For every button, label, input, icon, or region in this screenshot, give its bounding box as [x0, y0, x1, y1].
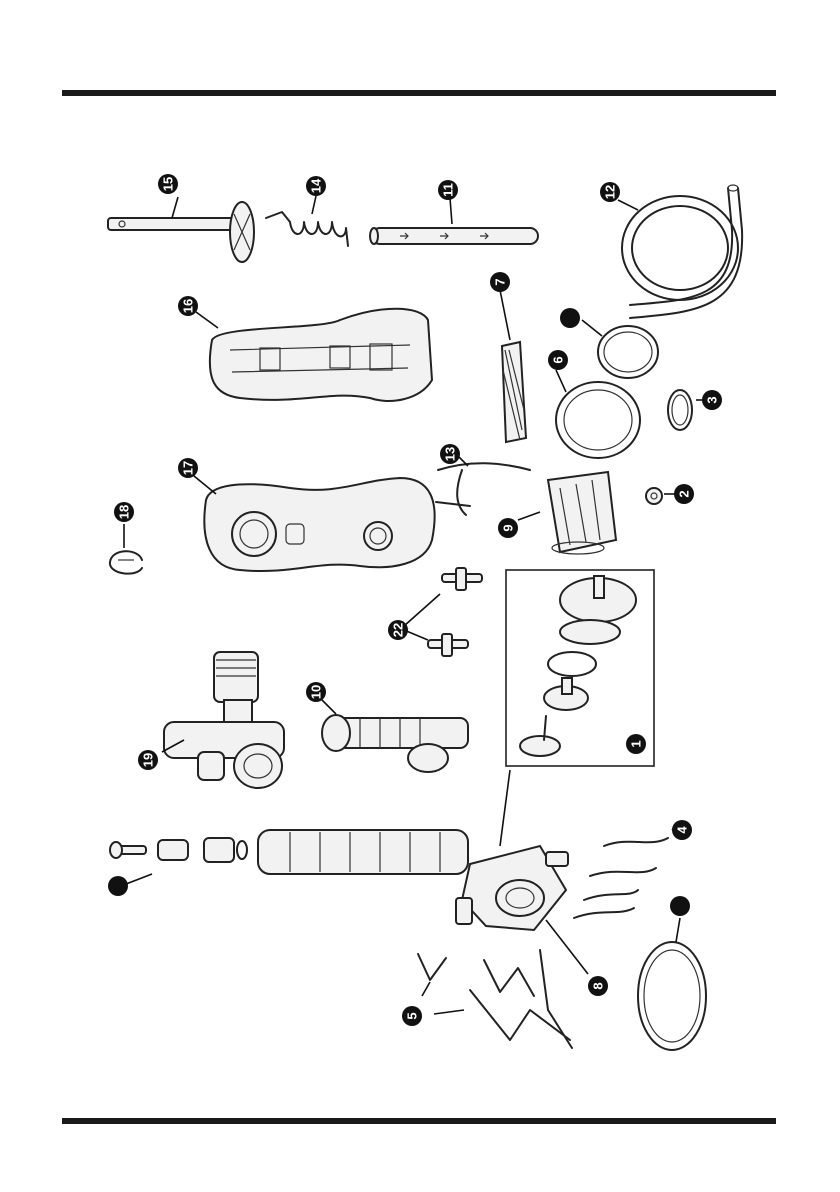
callout-number: 5: [405, 1012, 420, 1019]
callout-badge-6: 6: [548, 350, 568, 370]
part-cage-9: [548, 472, 616, 554]
part-c-clip-18: [110, 551, 142, 573]
callout-number: 15: [161, 177, 176, 191]
part-connectors-22: [428, 568, 482, 656]
part-hose-12: [622, 185, 742, 318]
callout-badge-18: 18: [114, 502, 134, 522]
callout-badge-3: 3: [702, 390, 722, 410]
callout-badge-17: 17: [178, 458, 198, 478]
callout-number: 19: [141, 753, 156, 767]
part-clip-13: [436, 463, 530, 515]
callout-badge-16: 16: [178, 296, 198, 316]
callout-badge-1: 1: [626, 734, 646, 754]
part-valve-body-19: [164, 652, 284, 788]
callout-badge-5: 5: [402, 1006, 422, 1026]
callout-badge-11: 11: [438, 180, 458, 200]
part-spring-clip-14: [266, 212, 348, 246]
callout-number: 3: [705, 396, 720, 403]
leader-8: [546, 920, 588, 974]
leader-blank-b: [126, 874, 152, 884]
callout-number: 12: [603, 185, 618, 199]
part-manifold-8: [456, 846, 568, 930]
leader-blank-a: [582, 320, 602, 336]
part-filter-screen-7: [502, 342, 526, 442]
callout-badge-14: 14: [306, 176, 326, 196]
leader-blank-c: [676, 918, 680, 942]
callout-number: 2: [677, 490, 692, 497]
callout-number: 4: [675, 826, 690, 834]
part-oval-gasket-3: [668, 390, 692, 430]
leader-14: [312, 196, 316, 214]
part-gasket-6: [556, 382, 640, 458]
callout-number: 7: [493, 278, 508, 285]
part-ring-a: [598, 326, 658, 378]
part-wand-15: [108, 202, 254, 262]
part-nozzle-10: [322, 715, 468, 772]
callout-badge-8: 8: [588, 976, 608, 996]
callout-badge-blank-c: [670, 896, 690, 916]
callout-number: 13: [443, 447, 458, 461]
leader-16: [196, 312, 218, 328]
callout-number: 6: [551, 356, 566, 363]
callout-number: 11: [441, 183, 456, 197]
part-back-shell-16: [210, 309, 432, 401]
callout-badge-4: 4: [672, 820, 692, 840]
callout-badge-13: 13: [440, 444, 460, 464]
leader-5: [434, 1010, 464, 1014]
part-front-housing-17: [204, 478, 434, 571]
part-coiled-tube-c: [638, 942, 706, 1050]
leader-10: [322, 700, 336, 714]
callout-badge-19: 19: [138, 750, 158, 770]
callout-badge-2: 2: [674, 484, 694, 504]
callout-badge-10: 10: [306, 682, 326, 702]
callout-number: 14: [309, 178, 324, 193]
part-hoses-4: [574, 838, 668, 918]
callout-number: 17: [181, 461, 196, 475]
part-tube-11: [370, 228, 538, 244]
leader-1: [500, 770, 510, 846]
leader-11: [450, 198, 452, 224]
callout-badge-7: 7: [490, 272, 510, 292]
callout-number: 22: [391, 623, 406, 637]
callout-badge-12: 12: [600, 182, 620, 202]
callout-badge-22: 22: [388, 620, 408, 640]
callout-number: 9: [501, 524, 516, 531]
leader-15: [172, 197, 178, 218]
leader-17: [194, 476, 216, 494]
part-knob-2: [646, 488, 662, 504]
callout-number: 18: [117, 505, 132, 519]
leader-9: [518, 512, 540, 520]
leader-7: [500, 290, 510, 340]
callout-badge-15: 15: [158, 174, 178, 194]
callout-number: 8: [591, 982, 606, 989]
callout-badge-9: 9: [498, 518, 518, 538]
callout-number: 16: [181, 299, 196, 313]
leader-6: [556, 370, 566, 392]
part-clips-5: [418, 950, 572, 1048]
callout-number: 1: [629, 740, 644, 747]
leader-22a: [404, 594, 440, 626]
part-lance-blank-b: [110, 830, 468, 874]
leader-5b: [422, 982, 430, 996]
callout-number: 10: [309, 685, 324, 699]
leader-12: [618, 200, 638, 210]
callout-badge-blank-a: [560, 308, 580, 328]
callout-badge-blank-b: [108, 876, 128, 896]
